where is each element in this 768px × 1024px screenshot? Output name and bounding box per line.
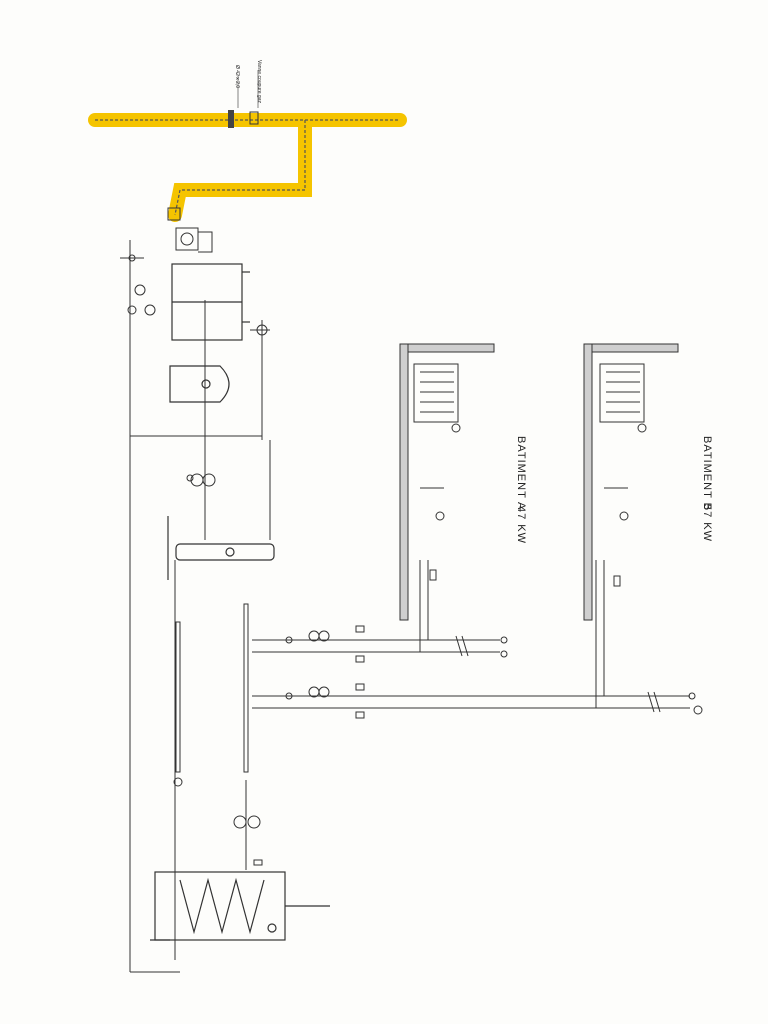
dhw-tank (150, 871, 330, 941)
building-a-power: 47 KW (515, 506, 527, 544)
boiler-safety-group (250, 320, 270, 440)
makeup-water-group (120, 254, 156, 316)
building-b-name: BATIMENT B (701, 436, 713, 511)
burner (167, 207, 213, 253)
building-a-name: BATIMENT A (515, 436, 527, 510)
gas-supply-line (88, 113, 407, 222)
circuit-building-a (252, 560, 508, 663)
dhw-pump (233, 780, 263, 870)
gas-valve-label: Vanne coupure gaz (256, 60, 262, 103)
building-b-power: 57 KW (701, 504, 713, 542)
building-a (399, 343, 495, 621)
gas-shutoff-valve (228, 110, 259, 128)
building-b (583, 343, 679, 621)
boiler (171, 263, 250, 341)
collector-return (173, 621, 183, 787)
expansion-vessel (169, 365, 230, 403)
circuit-building-b (252, 560, 703, 719)
boiler-pump (186, 462, 216, 498)
primary-piping (129, 240, 271, 973)
collector-supply (243, 603, 249, 773)
hydraulic-separator (167, 516, 275, 580)
gas-pipe-label: Ø 42 x 2,0 (234, 65, 240, 88)
